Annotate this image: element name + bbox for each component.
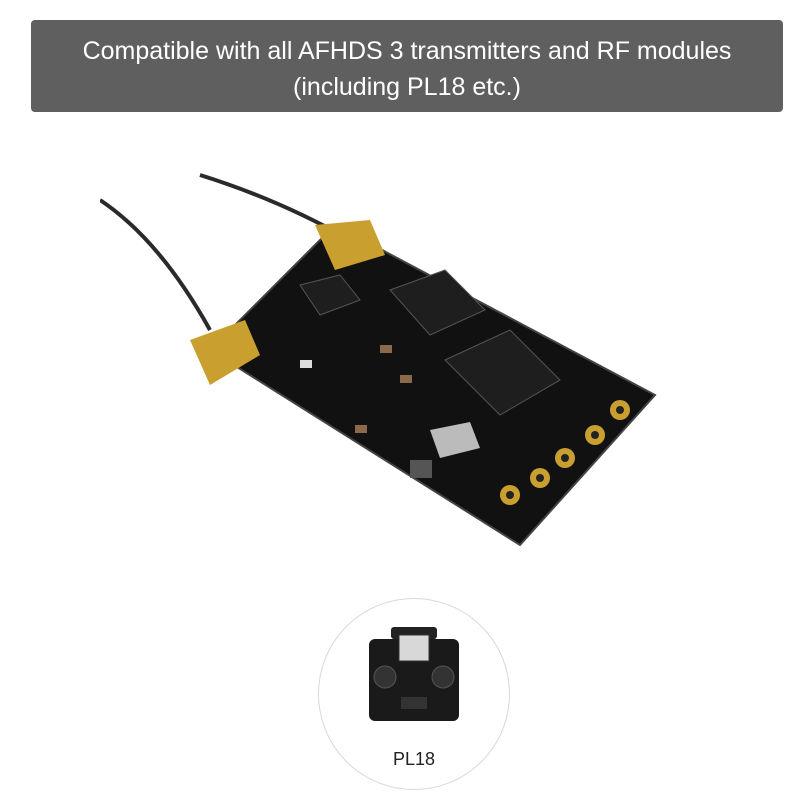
compatibility-banner: Compatible with all AFHDS 3 transmitters…: [31, 20, 783, 112]
banner-line-2: (including PL18 etc.): [293, 73, 521, 101]
transmitter-icon: [369, 627, 459, 721]
receiver-board-image: [100, 173, 657, 547]
banner-line-1: Compatible with all AFHDS 3 transmitters…: [82, 37, 732, 65]
compatible-transmitter-pl18: PL18: [318, 598, 510, 790]
transmitter-label: PL18: [392, 749, 436, 769]
